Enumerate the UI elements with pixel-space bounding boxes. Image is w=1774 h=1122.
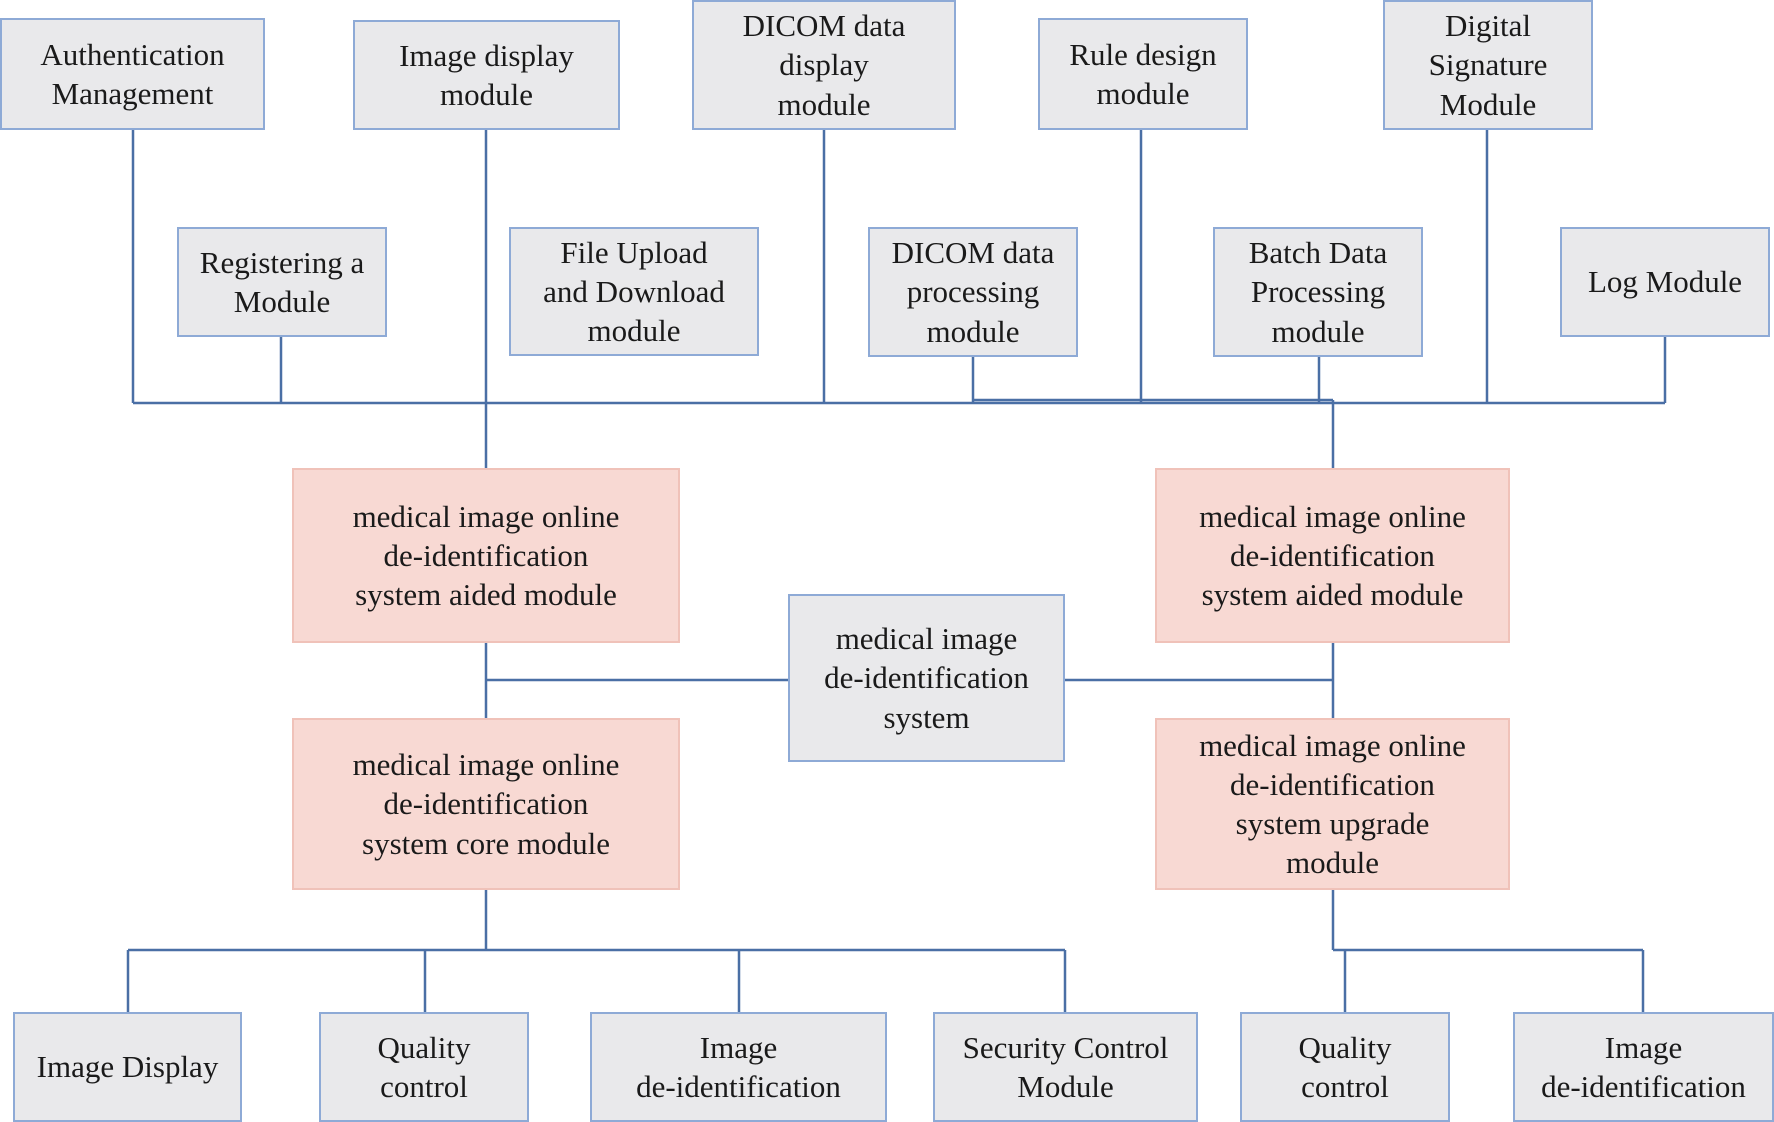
- image-display-module-box: Image display module: [353, 20, 620, 130]
- dicom-data-processing-module-box: DICOM data processing module: [868, 227, 1078, 357]
- file-upload-download-module-box: File Upload and Download module: [509, 227, 759, 356]
- image-de-identification-right-box: Image de-identification: [1513, 1012, 1774, 1122]
- digital-signature-module-box: Digital Signature Module: [1383, 0, 1593, 130]
- de-identification-system-box: medical image de-identification system: [788, 594, 1065, 762]
- upgrade-module-box: medical image online de-identification s…: [1155, 718, 1510, 890]
- dicom-data-display-module-box: DICOM data display module: [692, 0, 956, 130]
- aided-module-left-box: medical image online de-identification s…: [292, 468, 680, 643]
- batch-data-processing-module-box: Batch Data Processing module: [1213, 227, 1423, 357]
- log-module-box: Log Module: [1560, 227, 1770, 337]
- aided-module-right-box: medical image online de-identification s…: [1155, 468, 1510, 643]
- core-module-box: medical image online de-identification s…: [292, 718, 680, 890]
- authentication-management-box: Authentication Management: [0, 18, 265, 130]
- image-de-identification-left-box: Image de-identification: [590, 1012, 887, 1122]
- quality-control-right-box: Quality control: [1240, 1012, 1450, 1122]
- image-display-box: Image Display: [13, 1012, 242, 1122]
- registering-module-box: Registering a Module: [177, 227, 387, 337]
- security-control-module-box: Security Control Module: [933, 1012, 1198, 1122]
- quality-control-left-box: Quality control: [319, 1012, 529, 1122]
- rule-design-module-box: Rule design module: [1038, 18, 1248, 130]
